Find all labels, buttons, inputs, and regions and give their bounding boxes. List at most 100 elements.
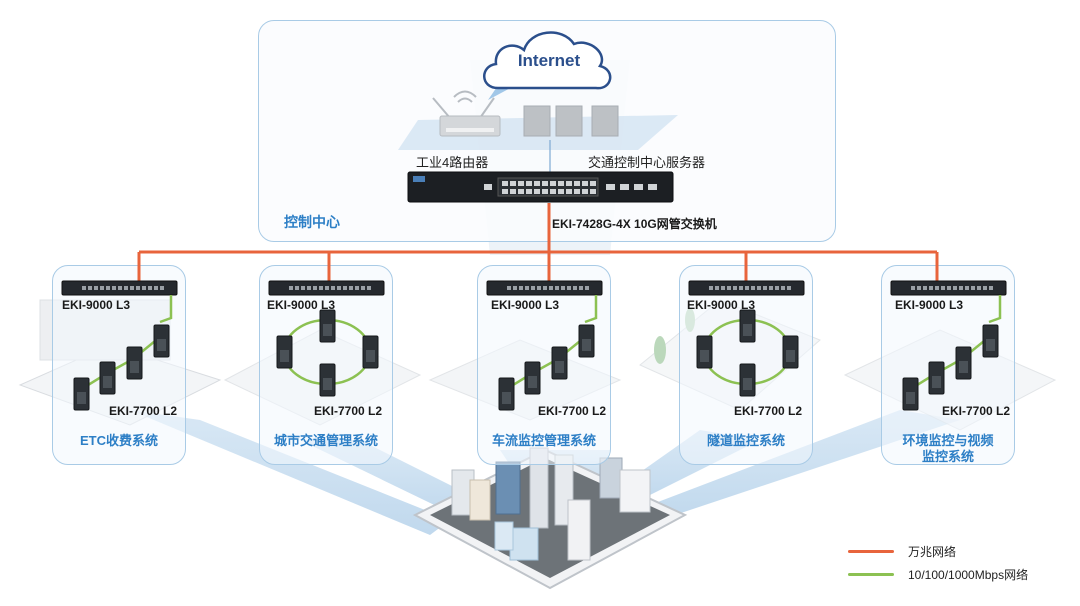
switch-port [136,286,140,290]
l3-label-tunnel: EKI-9000 L3 [687,298,756,312]
switch-port [301,286,305,290]
switch-port [531,286,535,290]
switch-port [112,286,116,290]
switch-port [295,286,299,290]
switch-port [343,286,347,290]
switch-port [745,286,749,290]
switch-port [543,286,547,290]
switch-port [983,286,987,290]
l2-switch-ports [932,376,941,388]
switch-port [148,286,152,290]
subsystem-name-env-line1: 环境监控与视频 [902,433,994,448]
switch-port [579,286,583,290]
control-center-illustration: Internet [398,31,678,203]
l2-switch-ports [986,339,995,351]
switch-port [319,286,323,290]
switch-port [721,286,725,290]
switch-port [88,286,92,290]
switch-port [124,286,128,290]
subsystem-panel-env [881,265,1015,465]
l2-switch-ports [323,324,332,336]
subsystem-name-tunnel: 隧道监控系统 [706,433,785,448]
switch-port [917,286,921,290]
access-uplink [988,295,1002,324]
l3-label-traffic-monitor: EKI-9000 L3 [491,298,560,312]
switch-port [355,286,359,290]
internet-cloud-icon [483,31,612,90]
city-illustration [412,447,688,590]
l2-switch-ports [959,361,968,373]
subsystem-name-traffic-monitor: 车流监控管理系统 [491,433,596,448]
switch-port [965,286,969,290]
switch-port [787,286,791,290]
switch-port [929,286,933,290]
l2-switch-ports [280,350,289,362]
switch-port [313,286,317,290]
switch-port [953,286,957,290]
router-icon [432,90,501,137]
switch-port [989,286,993,290]
l2-switch-ports [103,376,112,388]
switch-port [361,286,365,290]
l2-label-env: EKI-7700 L2 [942,404,1011,418]
switch-port [941,286,945,290]
l2-switch-ports [582,339,591,351]
switch-port [82,286,86,290]
switch-port [331,286,335,290]
subsystem-panel-etc [52,265,186,465]
switch-port [751,286,755,290]
switch-port [142,286,146,290]
switch-port [923,286,927,290]
switch-port [537,286,541,290]
legend-item-10g: 万兆网络 [848,543,956,560]
legend-label-gigabit: 10/100/1000Mbps网络 [908,568,1029,582]
l2-label-tunnel: EKI-7700 L2 [734,404,803,418]
subsystem-panel-traffic-monitor [477,265,611,465]
switch-port [763,286,767,290]
access-uplink [584,295,598,324]
beam-1 [130,410,450,535]
switch-port [289,286,293,290]
switch-port [977,286,981,290]
switch-port [367,286,371,290]
switch-port [935,286,939,290]
switch-port [349,286,353,290]
subsystem-name-city-traffic: 城市交通管理系统 [273,433,378,448]
access-chain [908,336,990,392]
server-icon-group [523,105,619,137]
l2-switch-ports [528,376,537,388]
l2-switch-ports [555,361,564,373]
control-center-title: 控制中心 [284,214,340,230]
l2-switch-ports [77,392,86,404]
l2-label-traffic-monitor: EKI-7700 L2 [538,404,607,418]
l3-label-env: EKI-9000 L3 [895,298,964,312]
switch-port [106,286,110,290]
switch-port [337,286,341,290]
switch-port [757,286,761,290]
l2-switch-ports [743,378,752,390]
switch-port [130,286,134,290]
core-switch-label: EKI-7428G-4X 10G网管交换机 [552,217,717,231]
router-label: 工业4路由器 [416,155,489,170]
switch-port [727,286,731,290]
l3-label-etc: EKI-9000 L3 [62,298,131,312]
l2-switch-ports [906,392,915,404]
l3-label-city-traffic: EKI-9000 L3 [267,298,336,312]
switch-port [911,286,915,290]
l2-switch-ports [700,350,709,362]
l2-switch-ports [130,361,139,373]
switch-port [715,286,719,290]
switch-port [733,286,737,290]
switch-port [154,286,158,290]
switch-port [555,286,559,290]
l2-switch-ports [366,350,375,362]
switch-port [94,286,98,290]
access-uplink [159,295,173,324]
internet-label: Internet [518,51,581,70]
legend-label-10g: 万兆网络 [908,545,957,559]
switch-port [561,286,565,290]
l2-switch-ports [323,378,332,390]
switch-port [325,286,329,290]
switch-port [513,286,517,290]
